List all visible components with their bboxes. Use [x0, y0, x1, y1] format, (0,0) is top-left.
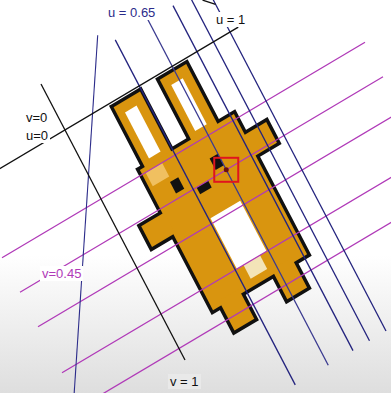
u1-axis [203, 0, 216, 4]
rabbit-detail [170, 177, 184, 193]
sample-point [224, 167, 229, 172]
rabbit-detail [244, 255, 268, 279]
u-line [173, 6, 353, 351]
sample-square [214, 158, 238, 182]
rabbit-detail [125, 106, 161, 159]
u0-axis [41, 84, 185, 360]
axis-label: v=0.45 [40, 266, 83, 281]
rabbit-sprite [87, 42, 342, 349]
rabbit-part [272, 258, 307, 300]
axis-label: v = 1 [168, 374, 201, 389]
v-line [62, 157, 391, 373]
u-line [74, 35, 98, 393]
axis-label: v=0 [24, 110, 49, 125]
rabbit-part [243, 122, 277, 156]
u-line [115, 40, 295, 385]
u-line [146, 16, 328, 366]
rabbit-detail [146, 163, 170, 187]
v0-axis [0, 27, 238, 169]
axis-label: u = 1 [214, 12, 247, 27]
axis-label: u = 0.65 [106, 5, 157, 20]
u-line [190, 0, 370, 341]
rabbit-part [140, 114, 307, 310]
axis-label: u=0 [24, 128, 50, 143]
u-line [213, 0, 386, 331]
